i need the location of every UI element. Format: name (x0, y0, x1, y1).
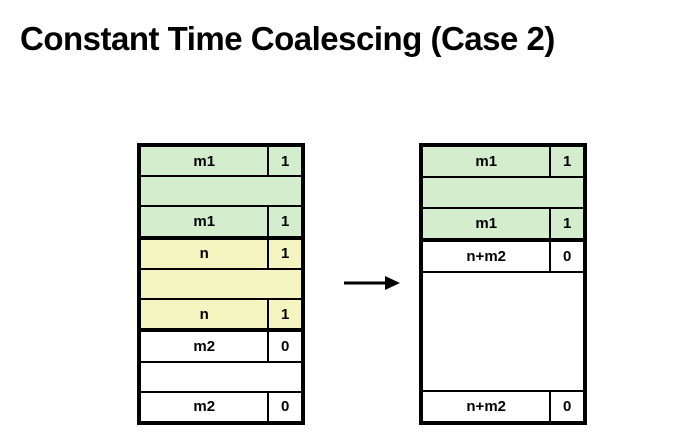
allocated-bit: 0 (549, 391, 583, 421)
block-size-label: n+m2 (466, 397, 506, 415)
block-size-label: n (199, 245, 209, 263)
memory-row-payload (141, 177, 301, 208)
memory-row-tagged: n+m2 0 (423, 391, 583, 421)
block-size-label: m2 (193, 337, 216, 355)
memory-row-payload (141, 362, 301, 393)
allocated-bit: 1 (267, 300, 301, 329)
allocated-bit: 1 (267, 147, 301, 176)
allocated-bit: 1 (267, 239, 301, 268)
memory-row-tagged: n+m2 0 (423, 242, 583, 274)
block-size-label: m1 (475, 215, 498, 233)
memory-row-payload (141, 269, 301, 301)
memory-block-after: m1 1 m1 1 n+m2 0 n+m2 0 (419, 143, 587, 425)
memory-row-payload (423, 178, 583, 210)
block-size-label: n+m2 (466, 248, 506, 266)
block-size-label: m1 (475, 153, 498, 171)
memory-row-tagged: m2 0 (141, 332, 301, 363)
memory-row-tagged: m1 1 (141, 147, 301, 178)
memory-row-tagged: m1 1 (423, 209, 583, 243)
allocated-bit: 0 (267, 332, 301, 361)
block-size-label: m2 (193, 398, 216, 416)
block-size-label: m1 (193, 152, 216, 170)
memory-row-payload (423, 273, 583, 392)
allocated-bit: 1 (549, 147, 583, 177)
memory-row-tagged: m2 0 (141, 392, 301, 421)
right-arrow-icon (342, 271, 402, 295)
memory-row-tagged: m1 1 (423, 147, 583, 179)
allocated-bit: 1 (549, 209, 583, 239)
block-size-label: m1 (193, 213, 216, 231)
slide-title: Constant Time Coalescing (Case 2) (20, 20, 555, 57)
allocated-bit: 0 (549, 242, 583, 272)
allocated-bit: 1 (267, 207, 301, 236)
allocated-bit: 0 (267, 392, 301, 421)
block-size-label: n (199, 305, 209, 323)
memory-row-tagged: m1 1 (141, 207, 301, 240)
